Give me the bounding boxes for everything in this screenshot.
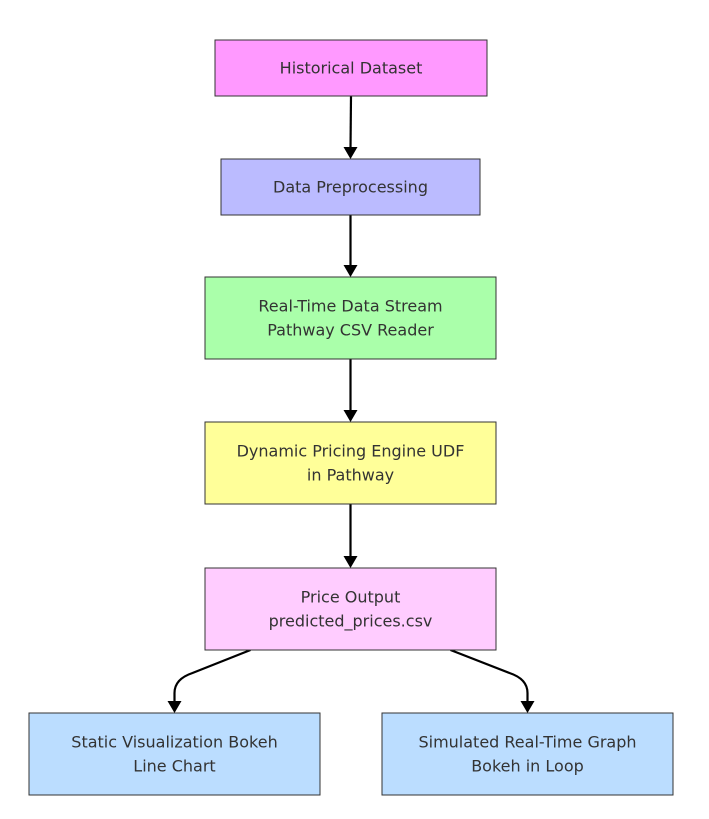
node-preprocess: Data Preprocessing: [220, 158, 481, 216]
node-box-simulated: [381, 712, 674, 796]
edge-output-to-static: [167, 648, 251, 713]
edge-stream-to-engine: [343, 359, 358, 422]
node-label-preprocess-line-0: Data Preprocessing: [273, 178, 428, 197]
node-box-static: [28, 712, 321, 796]
edge-line: [349, 95, 353, 150]
edge-preprocess-to-stream: [343, 215, 358, 277]
node-label-engine-line-1: in Pathway: [307, 466, 394, 485]
node-label-static-line-1: Line Chart: [133, 757, 215, 776]
node-box-historical: [214, 39, 488, 97]
edge-line: [450, 648, 529, 703]
node-box-stream: [204, 276, 497, 360]
arrowhead-icon: [343, 147, 358, 159]
node-box-engine: [204, 421, 497, 505]
node-output: Price Output predicted_prices.csv: [204, 567, 497, 651]
node-historical: Historical Dataset: [214, 39, 488, 97]
arrowhead-icon: [343, 265, 358, 277]
edge-engine-to-output: [343, 504, 358, 568]
edge-line: [173, 648, 251, 703]
arrowhead-icon: [343, 556, 358, 568]
edge-output-to-simulated: [450, 648, 535, 713]
node-label-engine-line-0: Dynamic Pricing Engine UDF: [237, 442, 465, 461]
arrowhead-icon: [167, 701, 182, 713]
arrowhead-icon: [520, 701, 535, 713]
node-label-output-line-0: Price Output: [301, 588, 401, 607]
node-label-static-line-0: Static Visualization Bokeh: [71, 733, 277, 752]
node-label-simulated-line-0: Simulated Real-Time Graph: [418, 733, 636, 752]
node-engine: Dynamic Pricing Engine UDF in Pathway: [204, 421, 497, 505]
node-box-output: [204, 567, 497, 651]
node-label-simulated-line-1: Bokeh in Loop: [471, 757, 584, 776]
node-label-output-line-1: predicted_prices.csv: [269, 612, 433, 632]
node-label-historical-line-0: Historical Dataset: [280, 59, 423, 78]
edges-layer: [167, 95, 535, 713]
node-box-preprocess: [220, 158, 481, 216]
edge-historical-to-preprocess: [343, 95, 358, 159]
node-label-stream-line-0: Real-Time Data Stream: [258, 297, 442, 316]
node-label-stream-line-1: Pathway CSV Reader: [267, 321, 434, 340]
arrowhead-icon: [343, 410, 358, 422]
